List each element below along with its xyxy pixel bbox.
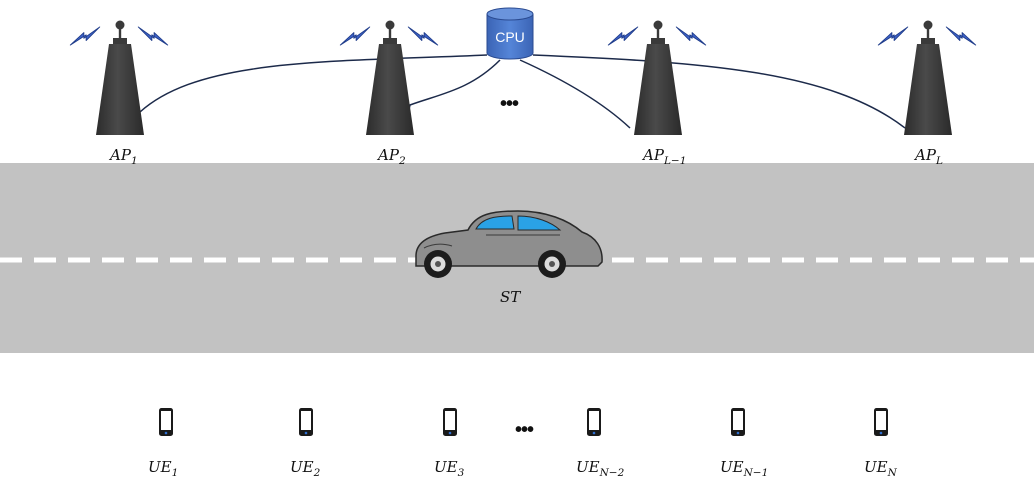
ue-3: UE3 (434, 408, 465, 478)
signal-right-icon (137, 26, 169, 46)
phone-icon (159, 408, 173, 436)
phone-icon (443, 408, 457, 436)
phone-icon (587, 408, 601, 436)
phone-icon (731, 408, 745, 436)
phone-icon (874, 408, 888, 436)
ue-ellipsis: ••• (515, 419, 534, 441)
tower-icon (96, 20, 144, 135)
link-cpu-apL (532, 54, 906, 129)
ue-1: UE1 (148, 408, 178, 478)
ap-label-l: APL (913, 146, 943, 167)
access-point-1 (69, 20, 169, 135)
ue-label-n: UEN (864, 458, 898, 478)
ue-label-n-minus-1: UEN−1 (720, 458, 768, 478)
link-cpu-ap1 (139, 54, 488, 113)
link-cpu-ap2 (404, 59, 501, 129)
ue-2: UE2 (290, 408, 321, 478)
ue-n-minus-1: UEN−1 (720, 408, 768, 478)
cpu-cylinder-icon (486, 13, 534, 60)
ap-label-1: AP1 (108, 146, 138, 167)
signal-left-icon (339, 26, 371, 46)
access-point-l-minus-1 (607, 20, 707, 135)
cpu-node: CPU (486, 7, 534, 60)
tower-icon (366, 20, 414, 135)
ap-label-l-minus-1: APL−1 (641, 146, 686, 167)
ue-label-1: UE1 (148, 458, 178, 478)
ue-n: UEN (864, 408, 898, 478)
cpu-label: CPU (495, 29, 525, 45)
vehicle: ST (415, 210, 603, 306)
ue-label-n-minus-2: UEN−2 (576, 458, 625, 478)
signal-right-icon (675, 26, 707, 46)
link-cpu-apL-1 (519, 59, 631, 129)
access-point-l (877, 20, 977, 135)
signal-right-icon (407, 26, 439, 46)
ue-label-3: UE3 (434, 458, 465, 478)
tower-icon (634, 20, 682, 135)
car-icon (415, 210, 603, 278)
ue-n-minus-2: UEN−2 (576, 408, 625, 478)
signal-left-icon (69, 26, 101, 46)
tower-icon (904, 20, 952, 135)
phone-icon (299, 408, 313, 436)
access-point-2 (339, 20, 439, 135)
ue-label-2: UE2 (290, 458, 321, 478)
signal-left-icon (607, 26, 639, 46)
signal-left-icon (877, 26, 909, 46)
ap-label-2: AP2 (376, 146, 406, 167)
ap-ellipsis: ••• (500, 93, 519, 115)
vehicle-label: ST (500, 288, 521, 306)
fronthaul-links (139, 54, 906, 129)
signal-right-icon (945, 26, 977, 46)
